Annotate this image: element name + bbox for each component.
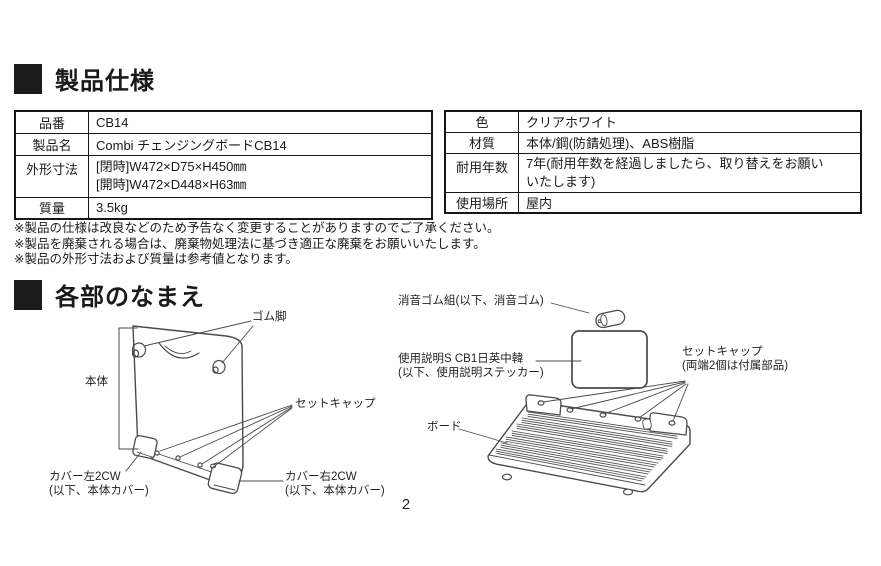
instruction-sticker-label-line1: 使用説明S CB1日英中韓 xyxy=(398,353,524,365)
table-row: 質量 3.5kg xyxy=(14,196,433,220)
spec-value: [閉時]W472×D75×H450㎜ [開時]W472×D448×H63㎜ xyxy=(88,154,433,198)
set-cap-holes xyxy=(155,451,202,467)
cover-right-label-line1: カバー右2CW xyxy=(285,471,357,483)
section-heading-parts: 各部のなまえ xyxy=(14,277,205,312)
leader-lines-right xyxy=(459,303,688,443)
rubber-feet-label: ゴム脚 xyxy=(252,311,287,323)
set-cap-right-label-line1: セットキャップ xyxy=(682,346,763,358)
board-foot xyxy=(624,489,633,495)
silencer-rubber-shape xyxy=(595,309,626,329)
section-marker-square xyxy=(14,63,42,94)
instruction-sticker-label-line2: (以下、使用説明ステッカー) xyxy=(398,366,544,379)
cover-left-label: カバー左2CW (以下、本体カバー) xyxy=(49,471,149,498)
cover-left-shape xyxy=(132,435,158,459)
table-row: 耐用年数 7年(耐用年数を経過しましたら、取り替えをお願い いたします) xyxy=(444,152,862,193)
section-heading-specs: 製品仕様 xyxy=(14,61,155,96)
right-end-block xyxy=(650,413,687,435)
open-board-figure xyxy=(459,303,690,495)
section-marker-square xyxy=(14,279,42,310)
board-ridges xyxy=(496,412,677,481)
table-row: 製品名 Combi チェンジングボードCB14 xyxy=(14,132,433,156)
spec-label: 色 xyxy=(444,110,519,133)
spec-table-right: 色 クリアホワイト 材質 本体/鋼(防錆処理)、ABS樹脂 耐用年数 7年(耐用… xyxy=(444,110,862,214)
spec-value: 7年(耐用年数を経過しましたら、取り替えをお願い いたします) xyxy=(518,152,862,193)
page-number: 2 xyxy=(402,497,411,513)
spec-value: 屋内 xyxy=(518,191,862,214)
cover-left-label-line1: カバー左2CW xyxy=(49,471,121,483)
cover-right-label-line2: (以下、本体カバー) xyxy=(285,484,385,497)
section-title: 各部のなまえ xyxy=(55,284,205,311)
spec-label: 質量 xyxy=(14,196,89,220)
spec-label: 使用場所 xyxy=(444,191,519,214)
note-line: ※製品を廃棄される場合は、廃棄物処理法に基づき適正な廃棄をお願いいたします。 xyxy=(14,236,486,251)
rubber-foot-right xyxy=(213,361,225,374)
main-body-label: 本体 xyxy=(85,376,108,388)
main-body-shape xyxy=(133,326,243,486)
instruction-sticker-label: 使用説明S CB1日英中韓 (以下、使用説明ステッカー) xyxy=(398,353,544,380)
set-cap-shape xyxy=(538,401,544,405)
handle-cutout xyxy=(159,343,199,358)
spec-label: 耐用年数 xyxy=(444,152,519,193)
table-row: 色 クリアホワイト xyxy=(444,110,862,133)
cover-left-label-line2: (以下、本体カバー) xyxy=(49,484,149,497)
installed-silencer xyxy=(642,418,652,429)
board-label: ボード xyxy=(427,421,462,433)
table-row: 使用場所 屋内 xyxy=(444,191,862,214)
board-foot xyxy=(503,474,512,480)
leader-lines-left xyxy=(126,321,292,481)
cover-right-label: カバー右2CW (以下、本体カバー) xyxy=(285,471,385,498)
spec-table-left: 品番 CB14 製品名 Combi チェンジングボードCB14 外形寸法 [閉時… xyxy=(14,110,433,220)
rubber-foot-left xyxy=(133,343,146,357)
spec-value: Combi チェンジングボードCB14 xyxy=(88,132,433,156)
note-line: ※製品の外形寸法および質量は参考値となります。 xyxy=(14,252,298,266)
main-body-bracket xyxy=(119,328,138,449)
silencer-rubber-label: 消音ゴム組(以下、消音ゴム) xyxy=(398,295,544,307)
set-cap-label: セットキャップ xyxy=(295,398,376,410)
table-row: 外形寸法 [閉時]W472×D75×H450㎜ [開時]W472×D448×H6… xyxy=(14,154,433,198)
section-title: 製品仕様 xyxy=(55,68,155,95)
note-line: ※製品の仕様は改良などのため予告なく変更することがありますのでご了承ください。 xyxy=(14,221,500,235)
set-cap-right-label-line2: (両端2個は付属部品) xyxy=(682,359,789,372)
spec-label: 外形寸法 xyxy=(14,154,89,198)
set-cap-right-label: セットキャップ (両端2個は付属部品) xyxy=(682,346,788,373)
spec-value: 3.5kg xyxy=(88,196,433,220)
instruction-sticker-shape xyxy=(572,331,647,388)
set-cap-shape xyxy=(669,421,675,425)
closed-board-figure xyxy=(119,321,292,494)
notes-list: ※製品の仕様は改良などのため予告なく変更することがありますのでご了承ください。 … xyxy=(14,221,499,268)
spec-label: 材質 xyxy=(444,131,519,154)
